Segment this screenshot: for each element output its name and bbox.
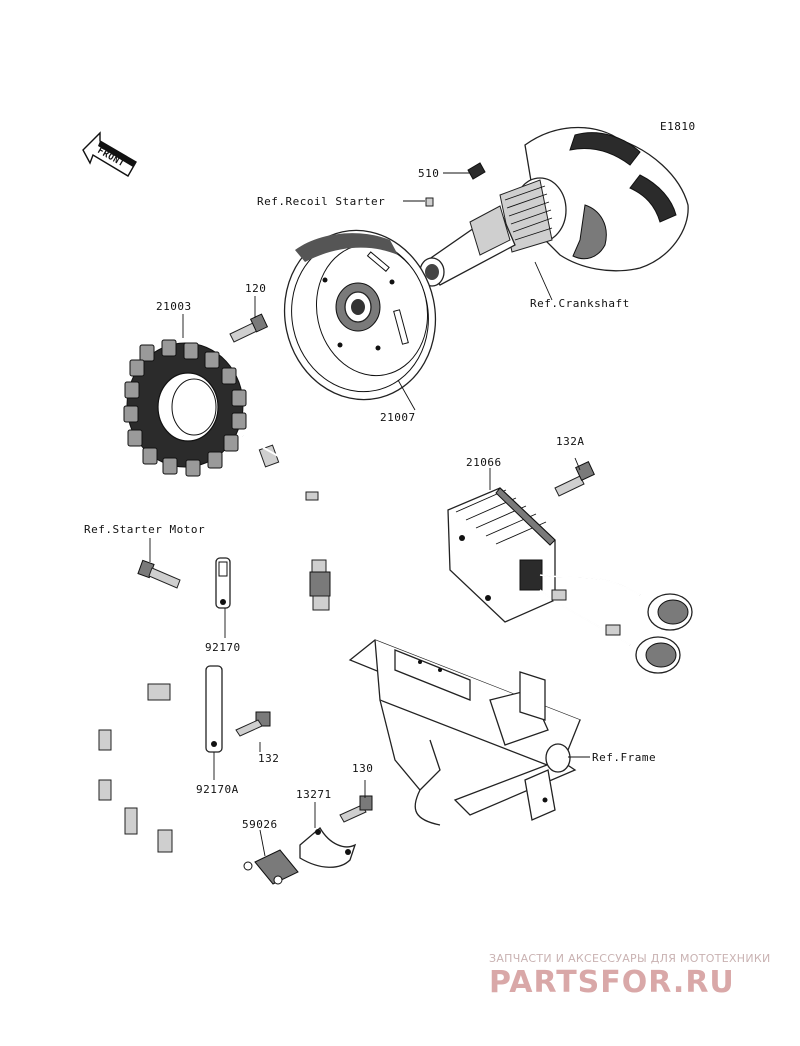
regulator-21066 — [447, 487, 693, 674]
diagram-code: E1810 — [660, 120, 696, 133]
clamp-13271 — [299, 827, 357, 868]
ref-crankshaft-label: Ref.Crankshaft — [530, 297, 630, 310]
pickup-coil-59026 — [98, 676, 299, 896]
bolt-132a — [554, 461, 595, 497]
cable-92170 — [215, 557, 231, 609]
part-21066-label: 21066 — [466, 456, 502, 469]
part-92170a-label: 92170A — [196, 783, 239, 796]
ref-starter-motor-label: Ref.Starter Motor — [84, 523, 205, 536]
leader-lines — [149, 172, 590, 857]
part-132-label: 132 — [258, 752, 279, 765]
starter-bolt — [137, 559, 181, 589]
part-59026-label: 59026 — [242, 818, 278, 831]
part-21007-label: 21007 — [380, 411, 416, 424]
bolt-120 — [229, 313, 269, 343]
part-132a-label: 132A — [556, 435, 585, 448]
ref-recoil-starter-label: Ref.Recoil Starter — [257, 195, 385, 208]
part-92170-label: 92170 — [205, 641, 241, 654]
part-120-label: 120 — [245, 282, 266, 295]
front-arrow-icon: FRONT — [82, 131, 137, 177]
part-510-label: 510 — [418, 167, 439, 180]
frame-drawing — [348, 639, 582, 826]
watermark-logo: PARTSFOR.RU — [489, 965, 735, 1000]
cable-92170a — [205, 665, 223, 753]
watermark-tagline: ЗАПЧАСТИ И АКСЕССУАРЫ ДЛЯ МОТОТЕХНИКИ — [489, 952, 771, 965]
part-130-label: 130 — [352, 762, 373, 775]
bolt-130 — [339, 795, 373, 823]
flywheel-21007 — [283, 229, 437, 401]
crankshaft-drawing — [419, 126, 689, 287]
stator-harness — [242, 435, 331, 611]
part-13271-label: 13271 — [296, 788, 332, 801]
stator-21003 — [123, 339, 280, 477]
bolt-132 — [235, 711, 271, 737]
part-21003-label: 21003 — [156, 300, 192, 313]
ref-frame-label: Ref.Frame — [592, 751, 656, 764]
